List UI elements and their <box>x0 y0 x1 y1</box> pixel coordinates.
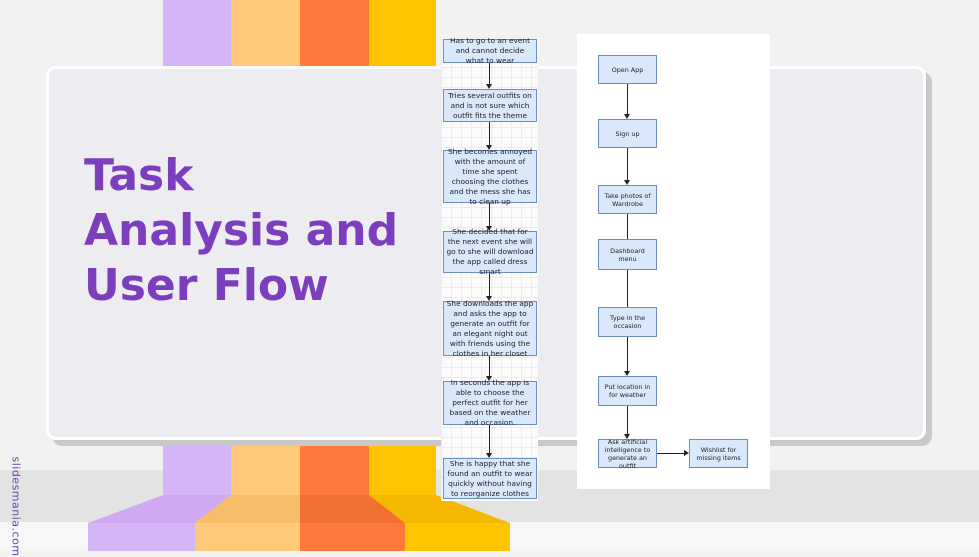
arrow-head <box>486 145 492 150</box>
arrow-head <box>486 226 492 231</box>
arrow-head <box>486 376 492 381</box>
connector <box>489 63 490 84</box>
flow-step: Type in the occasion <box>598 307 657 337</box>
task-step: Tries several outfits on and is not sure… <box>443 89 537 122</box>
connector <box>489 425 490 453</box>
stripe-base <box>88 495 510 551</box>
flow-step: Open App <box>598 55 657 84</box>
slide-title: Task Analysis and User Flow <box>84 150 399 311</box>
task-step: Has to go to an event and cannot decide … <box>443 36 537 65</box>
task-step: She decided that for the next event she … <box>443 227 537 276</box>
task-step: In seconds the app is able to choose the… <box>443 378 537 427</box>
connector <box>489 122 490 145</box>
top-stripe-yellow <box>369 0 436 66</box>
flow-step: Sign up <box>598 119 657 148</box>
top-stripe-peach <box>231 0 300 66</box>
task-analysis-diagram: Has to go to an event and cannot decide … <box>441 36 538 501</box>
top-stripe-orange <box>300 0 369 66</box>
connector <box>489 356 490 376</box>
flow-branch-step: Wishlist for missing items <box>689 439 748 468</box>
arrow-head <box>624 434 630 439</box>
task-step: She becomes annoyed with the amount of t… <box>443 147 537 206</box>
top-stripe-lavender <box>163 0 231 66</box>
brand-watermark: slidesmania.com <box>0 456 24 556</box>
flow-step: Dashboard menu <box>598 239 657 270</box>
task-step: She is happy that she found an outfit to… <box>443 458 537 499</box>
arrow-head <box>486 84 492 89</box>
connector <box>627 148 628 180</box>
connector <box>489 203 490 226</box>
arrow-head <box>486 453 492 458</box>
task-step: She downloads the app and asks the app t… <box>443 299 537 358</box>
arrow-head <box>684 450 689 456</box>
flow-step: Ask artificial intelligence to generate … <box>598 438 657 470</box>
connector <box>627 84 628 114</box>
connector <box>627 337 628 371</box>
connector <box>627 406 628 434</box>
flow-step: Take photos of Wardrobe <box>598 185 657 214</box>
arrow-head <box>624 114 630 119</box>
connector <box>627 270 628 307</box>
user-flow-diagram: Open App Sign up Take photos of Wardrobe… <box>577 34 770 489</box>
arrow-head <box>486 296 492 301</box>
arrow-head <box>624 371 630 376</box>
connector <box>627 214 628 239</box>
connector <box>489 273 490 296</box>
brand-label: slidesmania.com <box>9 456 23 557</box>
arrow-head <box>624 180 630 185</box>
flow-step: Put location in for weather <box>598 376 657 406</box>
connector <box>657 453 684 454</box>
